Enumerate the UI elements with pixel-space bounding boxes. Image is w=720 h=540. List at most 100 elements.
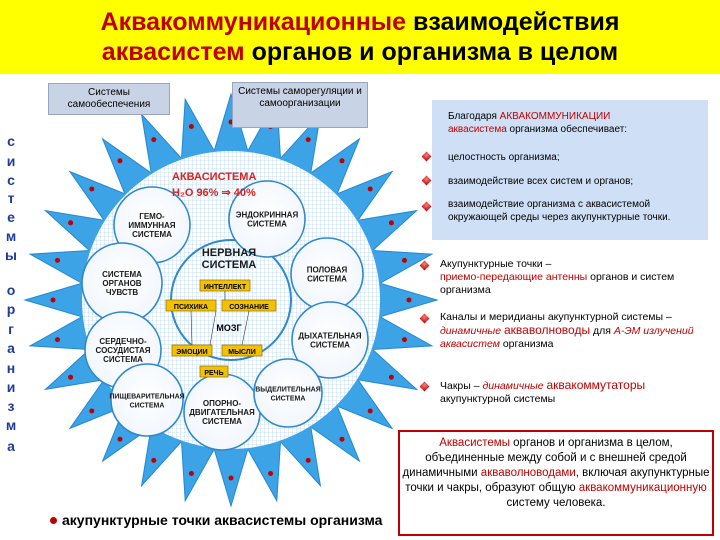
chakras-text: Чакры – динамичные аквакоммутаторы акупу… <box>440 379 712 406</box>
panel-bullet-1: целостность организма; <box>448 152 560 163</box>
side-letter: г <box>8 321 14 337</box>
channels-post: организма <box>499 338 554 350</box>
speech-label: РЕЧЬ <box>204 370 223 377</box>
summary-red-1: Аквасистемы <box>439 437 510 449</box>
water-label: H₂O 96% ⇒ 40% <box>172 187 256 199</box>
endocrine-circle <box>228 180 306 258</box>
acupuncture-point <box>402 337 407 343</box>
acupoints-pre: Акупунктурные точки – <box>440 258 552 270</box>
side-letter: и <box>6 379 16 395</box>
channels-big: акваволноводы <box>504 323 591 337</box>
acupuncture-point <box>117 158 123 164</box>
excretory-circle <box>253 358 323 428</box>
side-letter: ы <box>5 247 17 263</box>
side-letter: а <box>7 340 15 356</box>
side-letter: и <box>6 153 16 169</box>
acupuncture-point <box>188 124 194 129</box>
acupuncture-point <box>339 158 345 164</box>
acupuncture-point <box>89 408 95 414</box>
title-black-2: органов и организма в целом <box>244 38 619 66</box>
summary-red-3: аквакоммуникационную <box>578 482 707 494</box>
side-letter: с <box>7 172 15 188</box>
acupuncture-point <box>151 457 157 463</box>
side-letter: р <box>6 301 16 317</box>
acupoints-red: приемо-передающие антенны <box>440 271 588 283</box>
panel-intro-red2: аквасистема <box>448 124 507 135</box>
side-letter: о <box>6 282 16 298</box>
legend-text: акупунктурные точки аквасистемы организм… <box>62 512 383 528</box>
thoughts-label: МЫСЛИ <box>228 349 256 356</box>
side-letter: з <box>7 398 15 414</box>
chakras-pre: Чакры – <box>440 380 483 392</box>
respiratory-circle <box>291 301 369 379</box>
brain-link-2 <box>241 310 250 346</box>
chakras-red: динамичные <box>482 380 547 392</box>
panel-bullet-2: взаимодействие всех систем и органов; <box>448 176 634 187</box>
acupuncture-point <box>228 475 234 481</box>
channels-red: динамичные <box>440 325 504 337</box>
side-letter: т <box>7 190 15 206</box>
acupuncture-point <box>151 137 157 143</box>
summary-text-2: , включая акупунктурные точки и чакры, о… <box>405 467 710 494</box>
summary-text-3: систему человека. <box>506 497 606 509</box>
acupuncture-point <box>268 471 274 476</box>
acupuncture-point <box>55 337 60 343</box>
acupuncture-point <box>68 374 74 380</box>
channels-mid: для <box>590 325 614 337</box>
panel-bullet-3: взаимодействие организма с аквасистемой … <box>448 199 671 223</box>
acupuncture-point <box>188 471 194 476</box>
side-letter: е <box>7 209 15 225</box>
acupuncture-point <box>89 186 95 192</box>
acupuncture-point <box>55 257 60 263</box>
side-letter: м <box>5 228 17 244</box>
summary-text-1: органов и организма в целом, объединенны… <box>402 437 687 479</box>
psyche-label: ПСИХИКА <box>174 304 208 311</box>
title-red-2: аквасистем <box>101 38 245 66</box>
panel-intro-red: АКВАКОММУНИКАЦИИ <box>499 111 611 122</box>
channels-text: Каналы и меридианы акупунктурной системы… <box>440 311 712 351</box>
acupuncture-point <box>367 408 373 414</box>
acupuncture-point <box>305 457 311 463</box>
side-letter: м <box>5 417 17 433</box>
title-line-1: Аквакоммуникационные взаимодействия <box>0 7 720 37</box>
acupuncture-point <box>388 220 394 226</box>
summary-box: Аквасистемы органов и организма в целом,… <box>398 430 714 536</box>
aquasystem-label: АКВАСИСТЕМА <box>172 171 256 183</box>
nervous-label-1: НЕРВНАЯ <box>202 247 256 259</box>
brain-link-3 <box>190 310 193 346</box>
panel-intro: Благодаря АКВАКОММУНИКАЦИИ аквасистема ор… <box>448 110 704 136</box>
emotions-label: ЭМОЦИИ <box>176 349 207 356</box>
title-banner: Аквакоммуникационные взаимодействия аква… <box>0 0 720 74</box>
channels-red2: А-ЭМ излучений аквасистем <box>440 325 694 350</box>
self-supply-box: Системы самообеспечения <box>48 83 170 115</box>
acupuncture-point <box>305 137 311 143</box>
acupuncture-point <box>50 297 56 303</box>
panel-intro-post: организма обеспечивает: <box>506 124 628 135</box>
digestive-circle <box>110 363 184 437</box>
legend-dot-icon <box>50 517 57 524</box>
acupoints-text: Акупунктурные точки –приемо-передающие а… <box>440 258 712 297</box>
panel-intro-pre: Благодаря <box>448 111 500 122</box>
acupuncture-point <box>68 220 74 226</box>
acupuncture-point <box>406 297 412 303</box>
acupoints-post: органов и систем организма <box>440 271 675 296</box>
side-letter: а <box>7 438 15 454</box>
acupuncture-point <box>117 436 123 442</box>
title-line-2: аквасистем органов и организма в целом <box>0 37 720 67</box>
intellect-label: ИНТЕЛЛЕКТ <box>204 284 247 291</box>
side-letter: с <box>7 133 15 149</box>
chakras-post: акупунктурной системы <box>440 393 556 405</box>
side-letter: н <box>6 360 16 376</box>
brain-link-1 <box>209 310 217 346</box>
nervous-label-2: СИСТЕМА <box>202 259 257 271</box>
chakras-big: аквакоммутаторы <box>546 378 646 392</box>
